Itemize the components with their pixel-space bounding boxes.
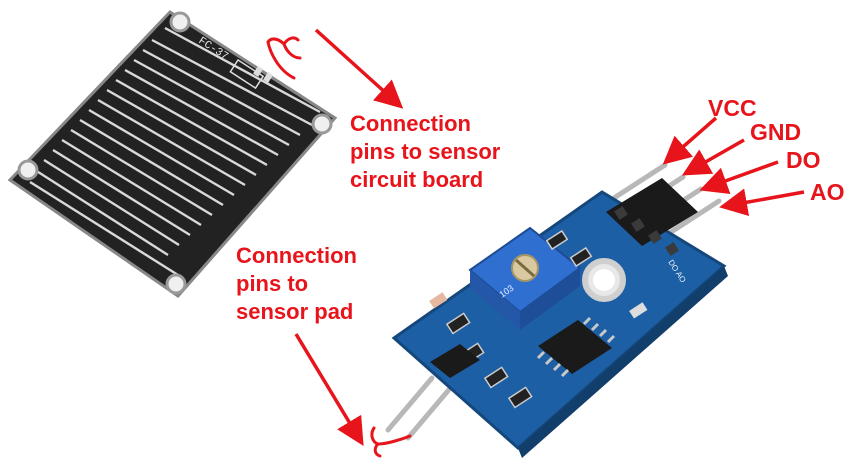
pcb-edge bbox=[518, 266, 728, 458]
arrow-do bbox=[699, 160, 779, 195]
label-ao: AO bbox=[810, 179, 845, 205]
sensor-header-block bbox=[430, 344, 480, 378]
label-board-connection-line-1: Connection bbox=[350, 111, 471, 136]
label-pad-connection-line-2: pins to bbox=[236, 271, 309, 296]
label-pad-connection: Connection pins to sensor pad bbox=[236, 242, 357, 326]
sensor-pad-connector-pin-2 bbox=[263, 72, 274, 83]
output-header-slots bbox=[614, 206, 679, 256]
label-do: DO bbox=[786, 147, 821, 173]
label-board-connection-line-2: pins to sensor bbox=[350, 139, 501, 164]
label-pad-connection-line-1: Connection bbox=[236, 243, 357, 268]
mount-hole-top bbox=[169, 11, 191, 33]
sensor-header-pins bbox=[385, 375, 455, 441]
sensor-pad: FC-37 bbox=[7, 10, 338, 298]
arrow-gnd bbox=[681, 138, 745, 176]
output-header-block bbox=[606, 178, 698, 246]
label-vcc: VCC bbox=[708, 95, 757, 121]
mount-hole-left bbox=[17, 159, 39, 181]
sensor-pad-connector-pads bbox=[229, 58, 265, 90]
comparator-board: 103 bbox=[385, 162, 728, 458]
arrow-ao bbox=[719, 188, 805, 217]
comparator-chip bbox=[536, 316, 616, 378]
brace-board-connector bbox=[370, 426, 412, 458]
pcb-mount-hole-inner bbox=[593, 269, 615, 291]
label-board-connection-line-3: circuit board bbox=[350, 167, 484, 192]
mount-hole-bottom bbox=[165, 273, 187, 295]
sensor-pad-board bbox=[7, 10, 338, 298]
brace-pad-connector bbox=[266, 36, 302, 80]
label-board-connection: Connection pins to sensor circuit board bbox=[350, 110, 500, 194]
sensor-pad-connector-pin-1 bbox=[253, 66, 264, 77]
sensor-pad-traces bbox=[29, 26, 321, 277]
label-gnd: GND bbox=[750, 119, 802, 145]
label-pad-connection-line-3: sensor pad bbox=[236, 299, 354, 324]
arrow-pad-connection bbox=[294, 333, 364, 446]
mount-hole-right bbox=[311, 113, 333, 135]
arrow-board-connection bbox=[314, 28, 404, 109]
smd-components bbox=[429, 229, 648, 409]
arrow-vcc bbox=[662, 116, 718, 165]
